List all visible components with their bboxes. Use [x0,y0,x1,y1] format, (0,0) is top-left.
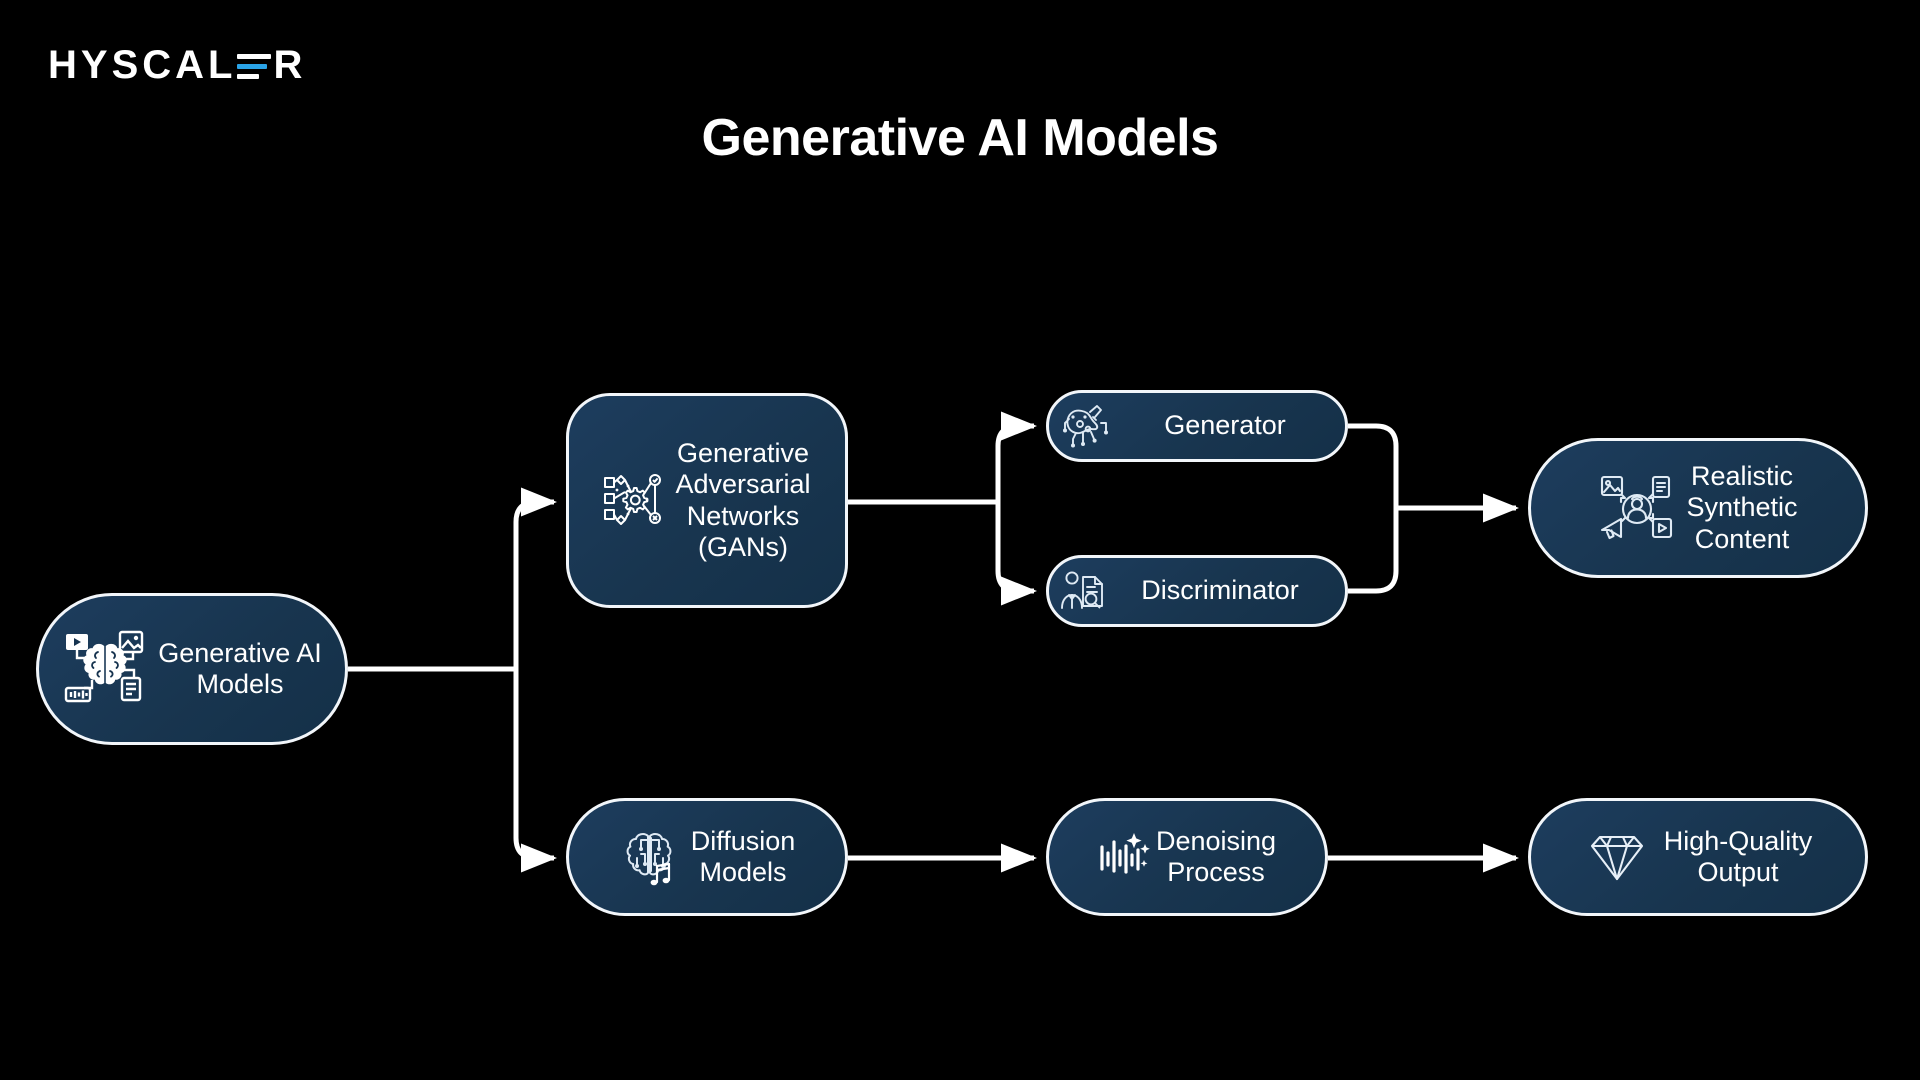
page-title: Generative AI Models [701,109,1219,167]
node-label: Diffusion Models [690,825,796,887]
edge-root-to-diffusion [513,669,558,873]
person-document-inspect-icon [1059,566,1109,616]
node-realistic-synthetic-content[interactable]: Realistic Synthetic Content [1528,438,1868,578]
node-generative-ai-models[interactable]: Generative AI Models [36,593,348,745]
node-high-quality-output[interactable]: High-Quality Output [1528,798,1868,916]
edge-root-to-gan [513,487,558,669]
brand-logo-prefix: HYSCAL [48,43,237,87]
node-label: Generator [1164,410,1286,441]
edge-gan-to-generator [995,411,1038,502]
generator-node-icon [1063,401,1113,451]
diamond-icon [1584,824,1650,890]
node-generative-adversarial-networks[interactable]: Generative Adversarial Networks (GANs) [566,393,848,608]
node-label: Realistic Synthetic Content [1686,461,1798,554]
synthetic-content-icon [1598,469,1676,547]
node-label: High-Quality Output [1663,825,1813,887]
node-generator[interactable]: Generator [1046,390,1348,462]
node-denoising-process[interactable]: Denoising Process [1046,798,1328,916]
node-label: Generative AI Models [158,637,322,699]
brand-logo-suffix: R [273,43,307,87]
node-label: Generative Adversarial Networks (GANs) [675,437,811,562]
edge-generator-to-merge [1348,423,1399,508]
gear-network-icon [603,470,665,532]
edge-discriminator-to-merge [1348,508,1399,594]
edge-gan-to-discriminator [995,502,1038,606]
brain-media-icon [62,626,148,712]
waveform-sparkle-icon [1098,829,1154,885]
brand-logo: HYSCAL R [48,42,306,88]
node-label: Denoising Process [1155,825,1277,887]
node-label: Discriminator [1141,575,1299,606]
brand-logo-text: HYSCAL R [48,45,306,85]
brand-logo-e-icon [237,51,272,81]
node-diffusion-models[interactable]: Diffusion Models [566,798,848,916]
circuit-brain-music-icon [619,826,681,888]
node-discriminator[interactable]: Discriminator [1046,555,1348,627]
